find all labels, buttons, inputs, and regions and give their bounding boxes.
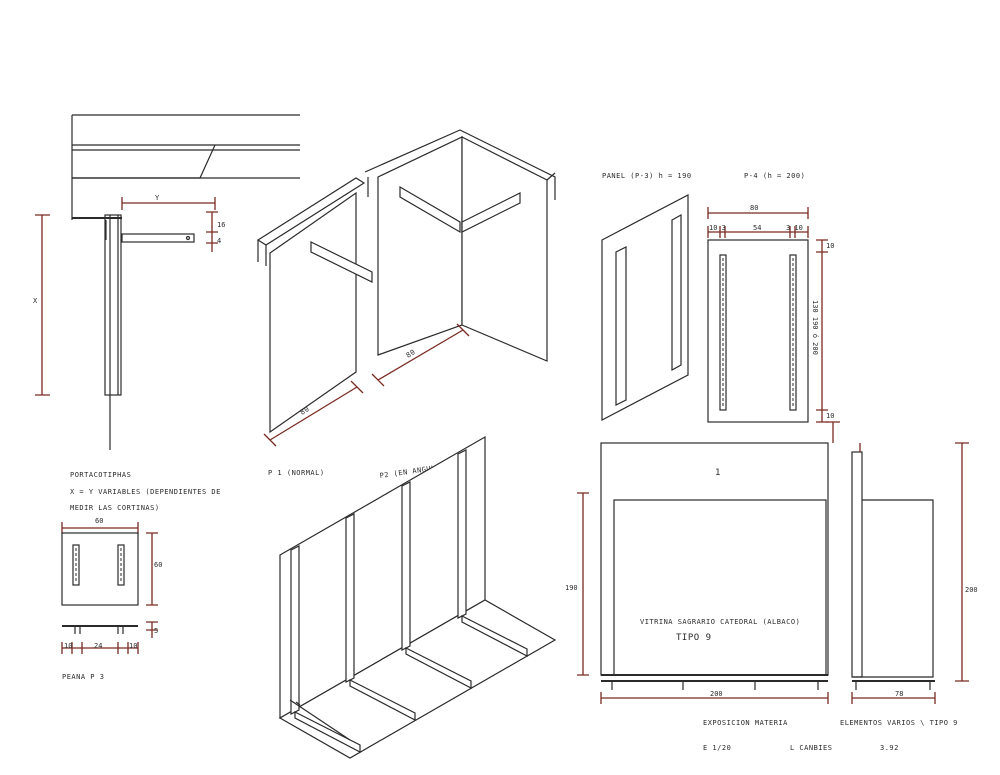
title-author: L CANBIES <box>790 744 832 752</box>
vitrina-dim-78: 78 <box>895 690 903 698</box>
p3-dim-height: 130 190 ó 200 <box>811 300 819 355</box>
portacotiphas-note-line1: X = Y VARIABLES (DEPENDIENTES DE <box>70 488 221 496</box>
portacotiphas-note-line2: MEDIR LAS CORTINAS) <box>70 504 160 512</box>
title-scale: E 1/20 <box>703 744 731 752</box>
vitrina-side: 78 200 <box>851 442 978 704</box>
dim-80-right: 80 <box>405 348 417 360</box>
title-date: 3.92 <box>880 744 899 752</box>
title-left-line1: EXPOSICION MATERIA <box>703 719 788 727</box>
peana-dim-10-right: 10 <box>129 642 137 650</box>
bracket-section: Y X 16 4 <box>33 114 300 450</box>
vitrina-elevation: 1 VITRINA SAGRARIO CATEDRAL (ALBACO) TIP… <box>565 421 840 704</box>
label-p4: P-4 (h = 200) <box>744 172 805 180</box>
dim-x-label: X <box>33 297 38 305</box>
peana-plan: 60 60 5 10 24 10 PEANA P 3 <box>61 517 162 681</box>
vitrina-mark: 1 <box>715 468 721 478</box>
p3-dim-80: 80 <box>750 204 758 212</box>
p3-dim-54: 54 <box>753 224 761 232</box>
vitrina-dim-200-bottom: 200 <box>710 690 723 698</box>
portacotiphas-title: PORTACOTIPHAS <box>70 471 131 479</box>
title-right-line1: ELEMENTOS VARIOS \ TIPO 9 <box>840 719 958 727</box>
label-p1: P 1 (NORMAL) <box>268 469 325 477</box>
vitrina-dim-190: 190 <box>565 584 578 592</box>
peana-dim-5: 5 <box>154 627 158 635</box>
dim-4-label: 4 <box>217 237 221 245</box>
isometric-panels: 80 80 P 1 (NORMAL) P2 (EN ANGULO) <box>256 129 556 480</box>
dim-y-label: Y <box>155 194 160 202</box>
peana-label: PEANA P 3 <box>62 673 104 681</box>
title-block: EXPOSICION MATERIA ELEMENTOS VARIOS \ TI… <box>703 719 958 752</box>
p3-dim-10-3: 10 3 <box>709 224 726 232</box>
peana-dim-60-top: 60 <box>95 517 103 525</box>
p3-dim-10-top: 10 <box>826 242 834 250</box>
label-p3: PANEL (P-3) h = 190 <box>602 172 692 180</box>
p3-dim-10-bottom: 10 <box>826 412 834 420</box>
peana-dim-60-side: 60 <box>154 561 162 569</box>
p3-dim-3-10: 3 10 <box>786 224 803 232</box>
peana-dim-24: 24 <box>94 642 102 650</box>
vitrina-caption-line1: VITRINA SAGRARIO CATEDRAL (ALBACO) <box>640 618 800 626</box>
peana-dim-10-left: 10 <box>64 642 72 650</box>
portacotiphas-note: PORTACOTIPHAS X = Y VARIABLES (DEPENDIEN… <box>70 471 221 512</box>
panel-p3-p4: PANEL (P-3) h = 190 P-4 (h = 200) 80 10 … <box>601 172 834 423</box>
dim-16-label: 16 <box>217 221 225 229</box>
isometric-shelf <box>278 435 557 759</box>
dim-80-left: 80 <box>299 405 311 417</box>
vitrina-caption-line2: TIPO 9 <box>676 633 712 643</box>
vitrina-dim-200-side: 200 <box>965 586 978 594</box>
